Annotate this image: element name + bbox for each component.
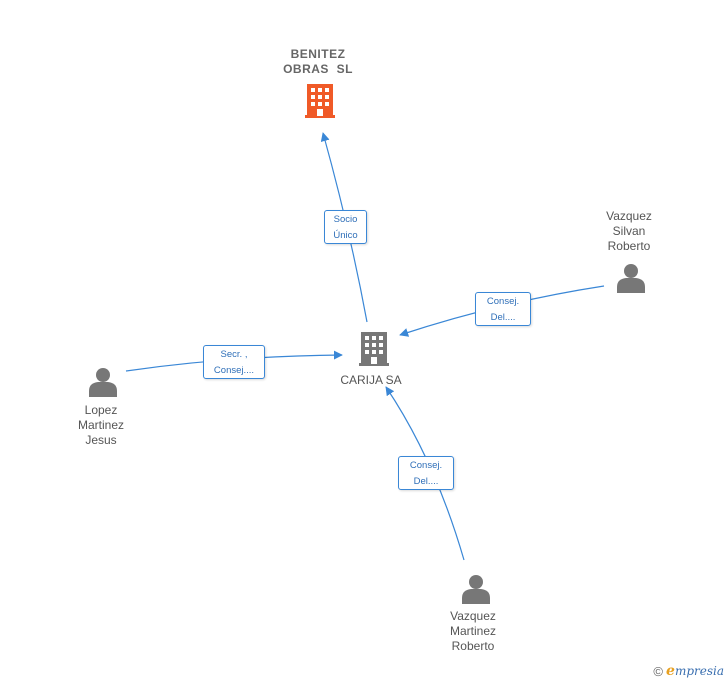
building-icon[interactable] [305, 84, 335, 118]
edge-label-line: Del.... [490, 312, 516, 323]
edge-label-line: Consej.... [213, 365, 255, 376]
building-icon[interactable] [359, 332, 389, 366]
node-label-vazquez-martinez[interactable]: Vazquez Martinez Roberto [433, 609, 513, 654]
edge-label-line: Único [333, 230, 358, 241]
edge-label-line: Consej. [486, 296, 520, 307]
copyright-icon: © [653, 663, 664, 679]
node-label-line: Lopez [84, 403, 118, 417]
node-label-line: Vazquez [450, 609, 496, 623]
node-label-vazquez-silvan[interactable]: Vazquez Silvan Roberto [589, 209, 669, 254]
brand-initial: e [666, 663, 675, 679]
node-label-line: Martinez [449, 624, 496, 638]
node-label-line: Roberto [607, 239, 651, 253]
node-label-line: BENITEZ [290, 47, 346, 61]
brand-rest: mpresia [674, 664, 724, 678]
node-label-line: Silvan [612, 224, 646, 238]
edge-label-consej-silvan[interactable]: Consej. Del.... [475, 292, 531, 326]
person-icon[interactable] [462, 575, 490, 604]
node-label-lopez[interactable]: Lopez Martinez Jesus [61, 403, 141, 448]
edge-label-socio-unico[interactable]: Socio Único [324, 210, 367, 244]
footer-brand[interactable]: © empresia [653, 663, 724, 679]
node-label-line: Vazquez [606, 209, 652, 223]
person-icon[interactable] [89, 368, 117, 397]
edge-label-line: Consej. [409, 460, 443, 471]
node-label-line: Roberto [451, 639, 495, 653]
node-label-line: OBRAS SL [283, 62, 353, 76]
edge-label-line: Del.... [413, 476, 439, 487]
node-label-line: CARIJA SA [340, 373, 402, 387]
edge-label-line: Socio [333, 214, 358, 225]
brand-logo: empresia [666, 663, 724, 679]
node-label-line: Jesus [85, 433, 117, 447]
edge-label-secr-lopez[interactable]: Secr. , Consej.... [203, 345, 265, 379]
person-icon[interactable] [617, 264, 645, 293]
node-label-carija[interactable]: CARIJA SA [321, 373, 421, 388]
edge-label-line: Secr. , [220, 349, 248, 360]
node-label-line: Martinez [77, 418, 124, 432]
edge-label-consej-martinez[interactable]: Consej. Del.... [398, 456, 454, 490]
node-label-benitez-obras[interactable]: BENITEZ OBRAS SL [268, 47, 368, 77]
